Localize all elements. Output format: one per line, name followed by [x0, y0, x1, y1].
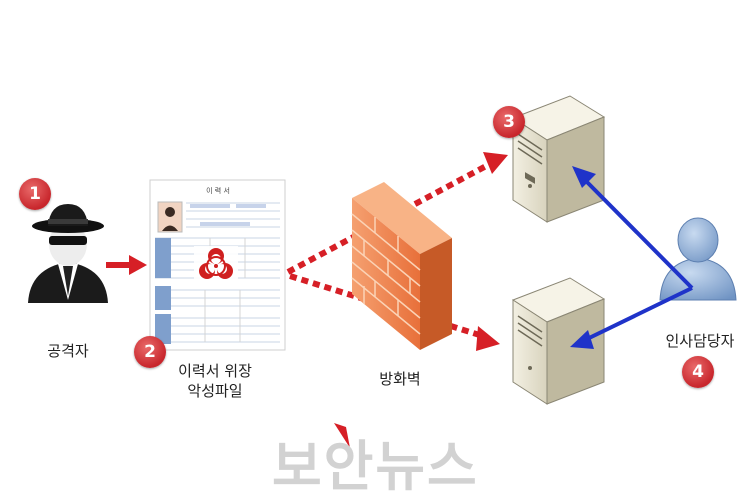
server-icon-top	[511, 95, 606, 223]
server-icon-bottom	[511, 277, 606, 405]
biohazard-icon	[194, 246, 238, 284]
watermark-accent-mark	[334, 423, 350, 448]
step-badge-4: 4	[682, 356, 714, 388]
step-badge-2: 2	[134, 336, 166, 368]
resume-document-icon: 이 력 서	[149, 179, 286, 351]
attack-arrow-to-file	[106, 255, 147, 275]
attacker-label: 공격자	[47, 342, 89, 360]
hr-arrow-to-server-top	[572, 166, 694, 290]
firewall-icon	[351, 182, 452, 350]
hr-label: 인사담당자	[665, 332, 735, 350]
hr-arrow-to-server-bottom	[570, 286, 693, 349]
resume-title: 이 력 서	[206, 186, 230, 195]
hacker-icon	[28, 204, 108, 303]
firewall-label: 방화벽	[379, 370, 421, 388]
step-badge-1: 1	[19, 178, 51, 210]
watermark-logo: 보안뉴스	[272, 435, 479, 498]
resume-label-line1: 이력서 위장	[178, 362, 252, 380]
resume-label-line2: 악성파일	[187, 382, 243, 400]
step-badge-3: 3	[493, 106, 525, 138]
user-icon	[659, 217, 737, 301]
